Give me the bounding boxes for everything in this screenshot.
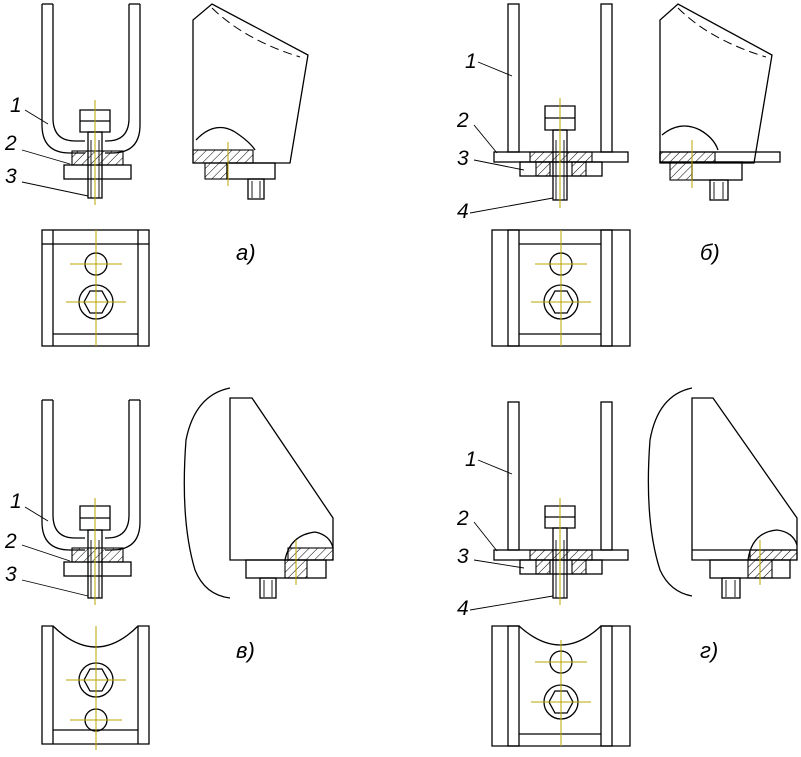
plan-view [491,625,631,747]
side-view [647,387,798,599]
label-3: 3 [457,545,469,568]
label-4: 4 [457,597,469,620]
plan-view [41,229,150,347]
plan-view [41,625,150,750]
u-clamp-front-view [41,399,141,551]
side-view [659,3,781,201]
nut-plate [63,164,132,180]
panel-a: 1 2 3 [4,3,309,347]
caption-g: г) [700,638,718,663]
caption-v: в) [236,638,255,663]
nut-plate [519,161,603,177]
caption-a: а) [236,240,256,265]
panel-g: 1 2 3 4 [456,387,798,747]
label-2: 2 [456,507,469,530]
label-4: 4 [457,200,469,223]
caption-b: б) [700,240,720,265]
plate [71,150,124,166]
label-1: 1 [465,448,477,471]
label-3: 3 [5,165,17,188]
side-view [192,3,309,200]
u-clamp-front-view [41,3,141,154]
panel-b: 1 2 3 4 [456,3,781,347]
label-2: 2 [4,132,17,155]
label-2: 2 [456,109,469,132]
label-2: 2 [4,530,17,553]
label-1: 1 [465,50,477,73]
panel-v: 1 2 3 в) [4,387,334,750]
side-view [183,387,334,599]
plan-view [491,229,631,347]
label-3: 3 [457,147,469,170]
label-3: 3 [5,563,17,586]
label-1: 1 [10,94,22,117]
label-1: 1 [10,490,22,513]
